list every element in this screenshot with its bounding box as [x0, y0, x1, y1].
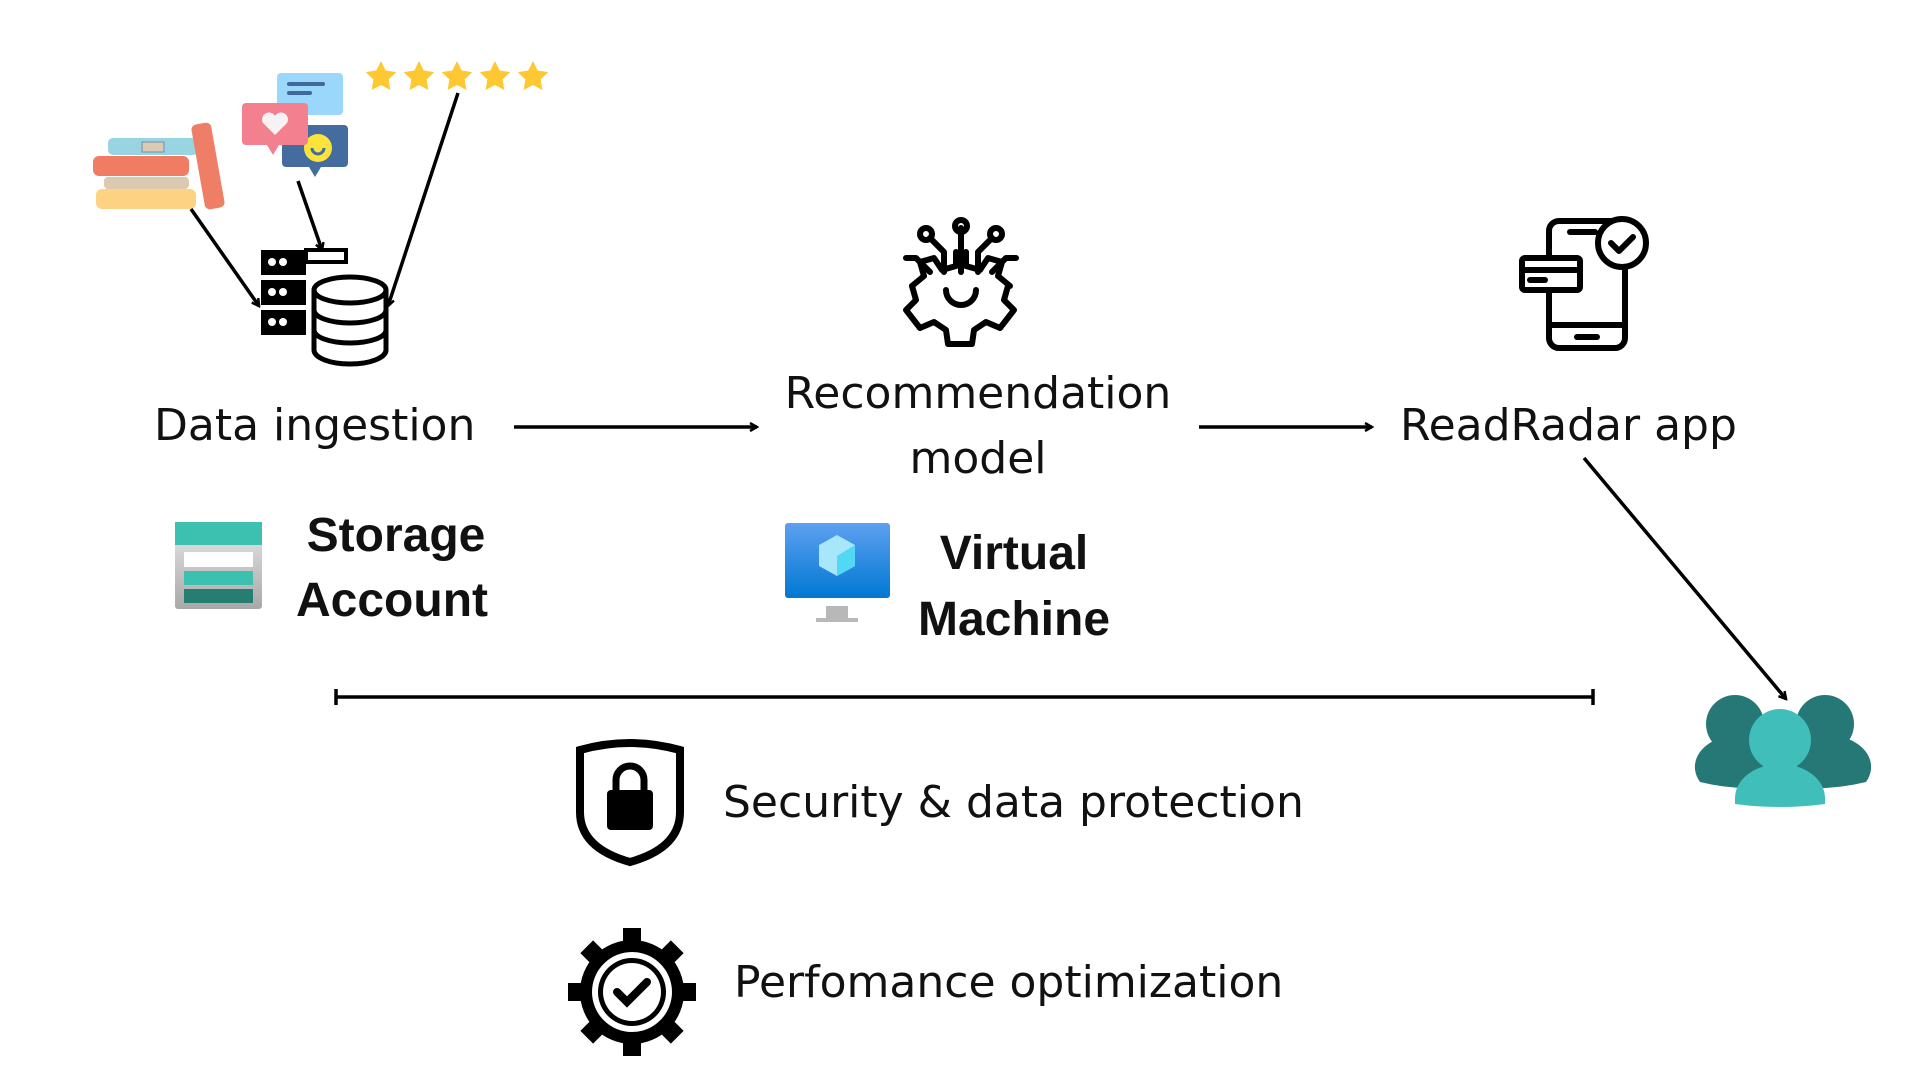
users-group-icon	[1694, 695, 1872, 807]
rating-stars-icon	[365, 61, 549, 90]
gear-check-icon	[568, 928, 696, 1056]
database-server-icon	[261, 248, 389, 367]
step-model-line2: model	[909, 433, 1047, 484]
ai-model-icon	[903, 217, 1019, 347]
security-label: Security & data protection	[723, 777, 1304, 828]
books-icon	[93, 122, 225, 210]
step-data-ingestion: Data ingestion	[154, 400, 476, 451]
mobile-app-icon	[1519, 216, 1649, 351]
arrow-app-to-users	[1582, 456, 1786, 699]
shield-lock-icon	[576, 739, 684, 867]
step-readradar-app: ReadRadar app	[1400, 400, 1737, 451]
vm-label-line2: Machine	[917, 593, 1111, 646]
performance-label: Perfomance optimization	[734, 957, 1284, 1008]
step-model-line1: Recommendation	[784, 368, 1172, 419]
flow-arrows	[514, 427, 1786, 699]
ingestion-arrows	[189, 92, 460, 306]
virtual-machine-icon	[785, 523, 890, 622]
storage-label-line1: Storage	[306, 509, 486, 562]
storage-account-icon	[175, 522, 262, 609]
social-feedback-icon	[242, 73, 348, 177]
vm-label-line1: Virtual	[939, 527, 1089, 580]
cross-cutting-bracket	[334, 689, 1595, 705]
storage-label-line2: Account	[296, 574, 488, 627]
